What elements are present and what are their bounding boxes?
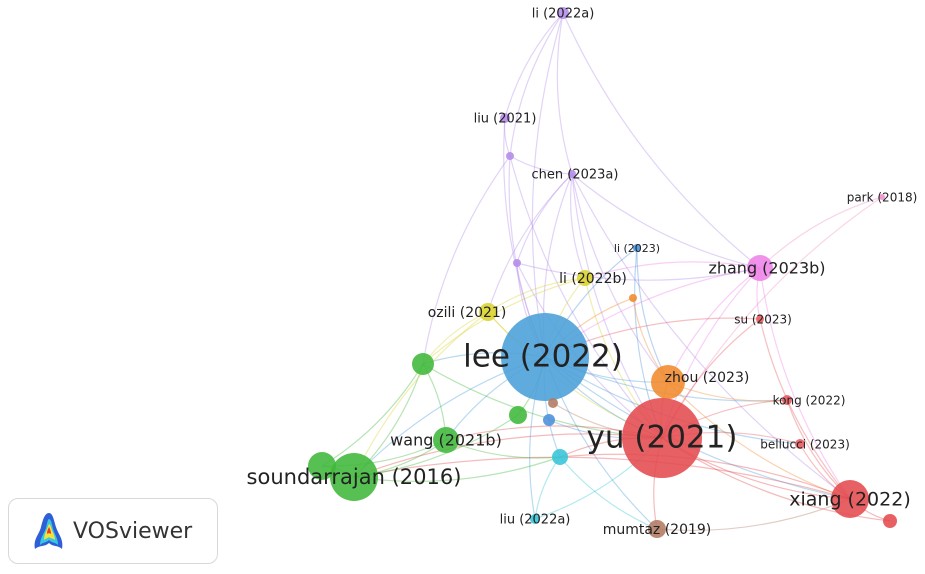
node-label-li2023: li (2023) [614, 242, 660, 255]
link-u_purple2-zhang2023b [516, 262, 761, 281]
node-u_red1[interactable] [883, 514, 897, 528]
link-u_purple1-u_green1 [422, 155, 511, 365]
link-u_purple1-chen2023a [509, 155, 573, 175]
link-ozili2021-soundarrajan2016 [353, 311, 489, 478]
node-u_orange1[interactable] [629, 294, 637, 302]
node-yu2021[interactable] [622, 398, 702, 478]
link-u_cyan-liu2022a [534, 456, 561, 520]
node-u_cyan[interactable] [552, 449, 568, 465]
link-chen2023a-u_purple2 [516, 173, 573, 264]
link-yu2021-soundarrajan2016 [353, 433, 663, 478]
node-wang2021b[interactable] [433, 427, 459, 453]
link-soundarrajan2016-u_cyan [353, 456, 561, 482]
node-label-xiang2022: xiang (2022) [789, 489, 911, 511]
node-liu2022a[interactable] [530, 514, 540, 524]
node-label-kong2022: kong (2022) [773, 394, 846, 408]
link-park2018-zhang2023b [759, 196, 883, 269]
link-zhou2023-xiang2022 [667, 381, 851, 500]
link-chen2023a-zhang2023b [571, 173, 761, 269]
link-park2018-yu2021 [661, 196, 883, 439]
node-li2023[interactable] [633, 244, 641, 252]
node-label-li2022b: li (2022b) [559, 271, 627, 287]
node-park2018[interactable] [879, 194, 885, 200]
node-ozili2021[interactable] [479, 303, 497, 321]
node-label-liu2021: liu (2021) [474, 112, 537, 127]
link-xiang2022-u_cyan [559, 453, 851, 500]
node-label-mumtaz2019: mumtaz (2019) [603, 522, 712, 538]
link-u_cyan-mumtaz2019 [559, 456, 658, 530]
node-li2022a[interactable] [557, 7, 569, 19]
link-chen2023a-xiang2022 [571, 173, 851, 500]
node-chen2023a[interactable] [568, 170, 576, 178]
link-li2022a-lee2022 [531, 12, 564, 358]
node-u_green3[interactable] [509, 406, 527, 424]
link-u_purple1-yu2021 [509, 155, 663, 439]
link-zhang2023b-li2022b [584, 261, 761, 279]
link-xiang2022-soundarrajan2016 [353, 456, 851, 500]
node-kong2022[interactable] [782, 395, 792, 405]
node-label-wang2021b: wang (2021b) [390, 431, 502, 450]
link-mumtaz2019-xiang2022 [656, 498, 851, 532]
node-zhang2023b[interactable] [747, 255, 773, 281]
link-li2022a-chen2023a [556, 12, 573, 175]
node-label-bellucci2023: bellucci (2023) [760, 438, 850, 452]
node-layer [308, 7, 897, 538]
node-mumtaz2019[interactable] [648, 520, 666, 538]
link-zhang2023b-zhou2023 [667, 267, 761, 383]
vosviewer-logo: VOSviewer [8, 498, 218, 564]
node-label-park2018: park (2018) [847, 191, 918, 205]
node-u_green2[interactable] [308, 452, 336, 480]
node-label-ozili2021: ozili (2021) [428, 305, 507, 321]
node-label-chen2023a: chen (2023a) [532, 168, 619, 183]
node-label-li2022a: li (2022a) [532, 7, 595, 22]
node-label-zhang2023b: zhang (2023b) [708, 259, 825, 278]
node-u_brown1[interactable] [548, 398, 558, 408]
app-name: VOSviewer [73, 518, 193, 544]
node-bellucci2023[interactable] [795, 439, 805, 449]
node-zhou2023[interactable] [651, 365, 685, 399]
node-liu2021[interactable] [500, 113, 510, 123]
node-label-yu2021: yu (2021) [587, 420, 738, 456]
link-su2023-xiang2022 [759, 318, 851, 500]
link-chen2023a-zhou2023 [571, 173, 669, 383]
node-u_purple2[interactable] [513, 259, 521, 267]
node-label-su2023: su (2023) [734, 313, 792, 327]
vosviewer-logo-icon [34, 513, 63, 549]
link-chen2023a-ozili2021 [487, 173, 573, 313]
node-soundarrajan2016[interactable] [330, 453, 378, 501]
link-li2022b-ozili2021 [487, 277, 586, 313]
node-label-zhou2023: zhou (2023) [665, 370, 750, 386]
node-su2023[interactable] [756, 315, 764, 323]
node-u_green1[interactable] [412, 353, 434, 375]
link-li2022a-zhang2023b [562, 12, 761, 269]
node-lee2022[interactable] [501, 313, 589, 401]
node-u_blue1[interactable] [543, 414, 555, 426]
node-u_purple1[interactable] [506, 152, 514, 160]
link-zhang2023b-xiang2022 [759, 267, 851, 500]
link-li2022b-u_green1 [422, 277, 586, 365]
link-u_green2-u_green1 [321, 363, 424, 467]
link-chen2023a-li2022b [569, 173, 586, 279]
link-li2022a-u_purple1 [509, 12, 564, 157]
node-label-soundarrajan2016: soundarrajan (2016) [247, 465, 462, 489]
node-xiang2022[interactable] [831, 480, 869, 518]
node-label-liu2022a: liu (2022a) [500, 513, 571, 528]
label-layer: li (2022a) liu (2021) chen (2023a) park (20… [247, 7, 918, 539]
link-li2022a-liu2021 [504, 12, 564, 119]
node-label-lee2022: lee (2022) [463, 339, 623, 375]
node-li2022b[interactable] [577, 270, 593, 286]
